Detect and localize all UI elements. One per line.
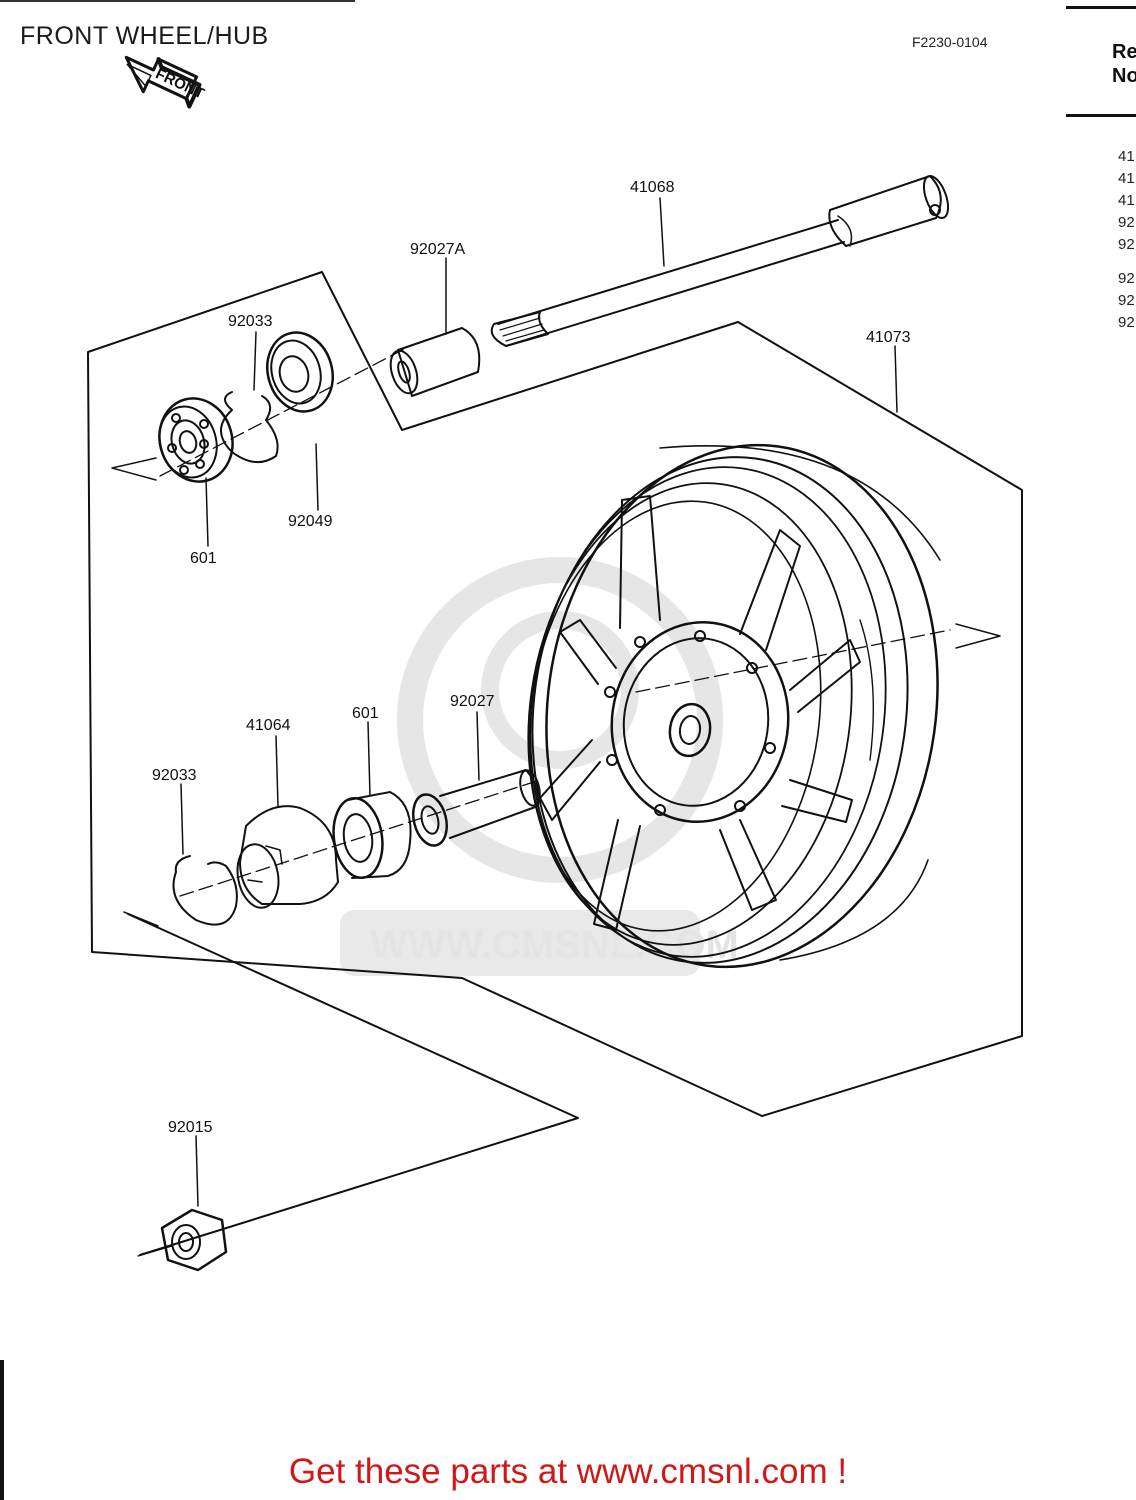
label-bearing-lower: 601	[352, 705, 379, 722]
side-table-row: 92	[1118, 270, 1135, 287]
side-table-top-rule	[1066, 6, 1136, 9]
upper-bearing	[158, 397, 234, 483]
coupling	[236, 805, 339, 909]
left-edge-rule	[0, 1360, 4, 1500]
top-rule	[0, 0, 355, 2]
wheel-arrow	[955, 623, 1001, 649]
watermark: WWW.CMSNL.COM	[340, 557, 739, 976]
side-table-list: 41 41 41 92 92 92 92 92	[1118, 146, 1135, 334]
side-table-row: 92	[1118, 292, 1135, 309]
label-seal-upper: 92049	[288, 513, 333, 530]
lower-circlip	[172, 855, 238, 926]
label-wheel: 41073	[866, 329, 911, 346]
side-table-row: 41	[1118, 148, 1135, 165]
upper-centerline	[159, 345, 411, 477]
label-nut: 92015	[168, 1119, 213, 1136]
front-arrow: FRONT	[124, 55, 207, 109]
assembly-outline	[87, 271, 1023, 1117]
label-collar-a: 92027A	[410, 241, 465, 258]
upper-arrow	[111, 457, 157, 481]
collar-a	[389, 327, 481, 397]
oil-seal	[266, 331, 334, 413]
side-table-header: Re No	[1112, 40, 1136, 88]
axle	[490, 175, 950, 347]
label-circlip-lower: 92033	[152, 767, 197, 784]
lower-bearing	[332, 791, 412, 880]
side-table-row: 41	[1118, 192, 1135, 209]
side-table-row: 92	[1118, 236, 1135, 253]
lower-centerline	[179, 779, 541, 897]
side-table-header-rule	[1066, 114, 1136, 117]
label-coupling: 41064	[246, 717, 291, 734]
lower-arrow	[123, 911, 159, 927]
side-table-row: 41	[1118, 170, 1135, 187]
side-table-row: 92	[1118, 314, 1135, 331]
footer-promo[interactable]: Get these parts at www.cmsnl.com !	[288, 1452, 848, 1491]
nut-bracket	[127, 913, 579, 1256]
side-table-header-line1: Re	[1112, 41, 1136, 63]
side-table-header-line2: No	[1112, 65, 1136, 87]
label-axle: 41068	[630, 179, 675, 196]
diagram-reference: F2230-0104	[912, 34, 988, 50]
label-collar: 92027	[450, 693, 495, 710]
label-bearing-upper: 601	[190, 550, 217, 567]
label-circlip-upper: 92033	[228, 313, 273, 330]
upper-circlip	[220, 391, 279, 463]
leader-lines	[180, 197, 898, 1207]
part-labels: 41068 92027A 41073 92033 92049 601 41064…	[152, 179, 911, 1136]
side-table-row: 92	[1118, 214, 1135, 231]
page-title: FRONT WHEEL/HUB	[20, 22, 269, 50]
axle-nut	[137, 1208, 228, 1272]
wheel-centerline	[635, 629, 951, 693]
front-wheel	[527, 443, 941, 969]
collar	[411, 769, 541, 847]
